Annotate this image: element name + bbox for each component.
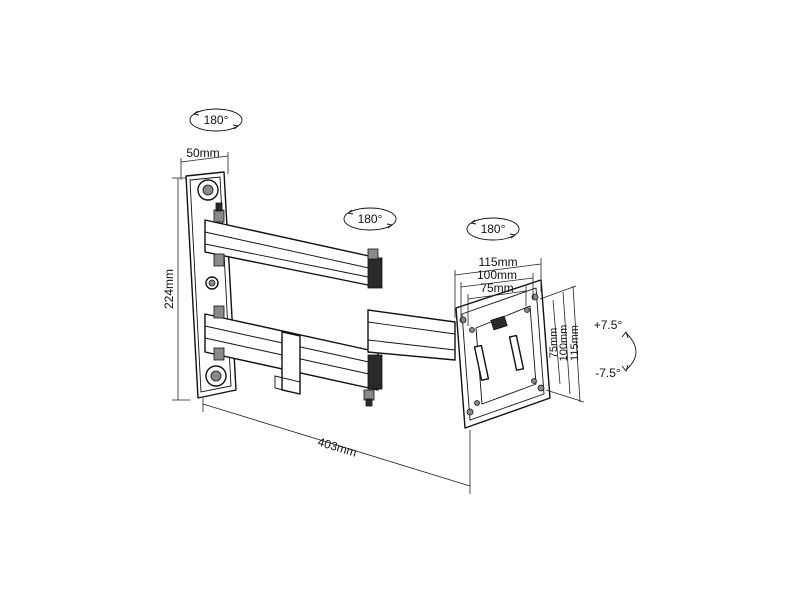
- lower-arm: [204, 305, 383, 407]
- vesa-v-75-label: 75mm: [548, 328, 560, 359]
- dimension-plate-width: 50mm: [180, 146, 229, 180]
- rotation-label-arm: 180°: [358, 212, 383, 226]
- rotation-badge-head: 180°: [466, 217, 520, 241]
- vesa-v-115-label: 115mm: [569, 325, 581, 361]
- upper-arm: [204, 202, 383, 289]
- vesa-v-100-label: 100mm: [558, 325, 570, 362]
- dimension-plate-height: 224mm: [162, 177, 190, 401]
- vesa-h-115-label: 115mm: [478, 255, 517, 269]
- dimension-extension: 403mm: [202, 398, 471, 494]
- dimension-vesa-vertical: 75mm 100mm 115mm: [539, 285, 585, 403]
- rotation-label-wall: 180°: [204, 113, 229, 127]
- rotation-badge-wall: 180°: [189, 108, 243, 132]
- tilt-indicator: +7.5° -7.5°: [594, 318, 637, 380]
- tilt-up-label: +7.5°: [594, 318, 623, 332]
- rotation-badge-arm: 180°: [343, 207, 397, 231]
- extension-label: 403mm: [316, 435, 358, 460]
- vesa-h-100-label: 100mm: [477, 268, 517, 282]
- rotation-label-head: 180°: [481, 222, 506, 236]
- wall-plate: [185, 171, 237, 399]
- dimension-vesa-horizontal: 115mm 100mm 75mm: [454, 255, 542, 326]
- plate-width-label: 50mm: [186, 146, 219, 160]
- tilt-down-label: -7.5°: [595, 366, 621, 380]
- center-arm: [367, 309, 456, 361]
- vesa-h-75-label: 75mm: [480, 281, 513, 295]
- vesa-head-plate: [455, 279, 551, 429]
- plate-height-label: 224mm: [162, 269, 176, 309]
